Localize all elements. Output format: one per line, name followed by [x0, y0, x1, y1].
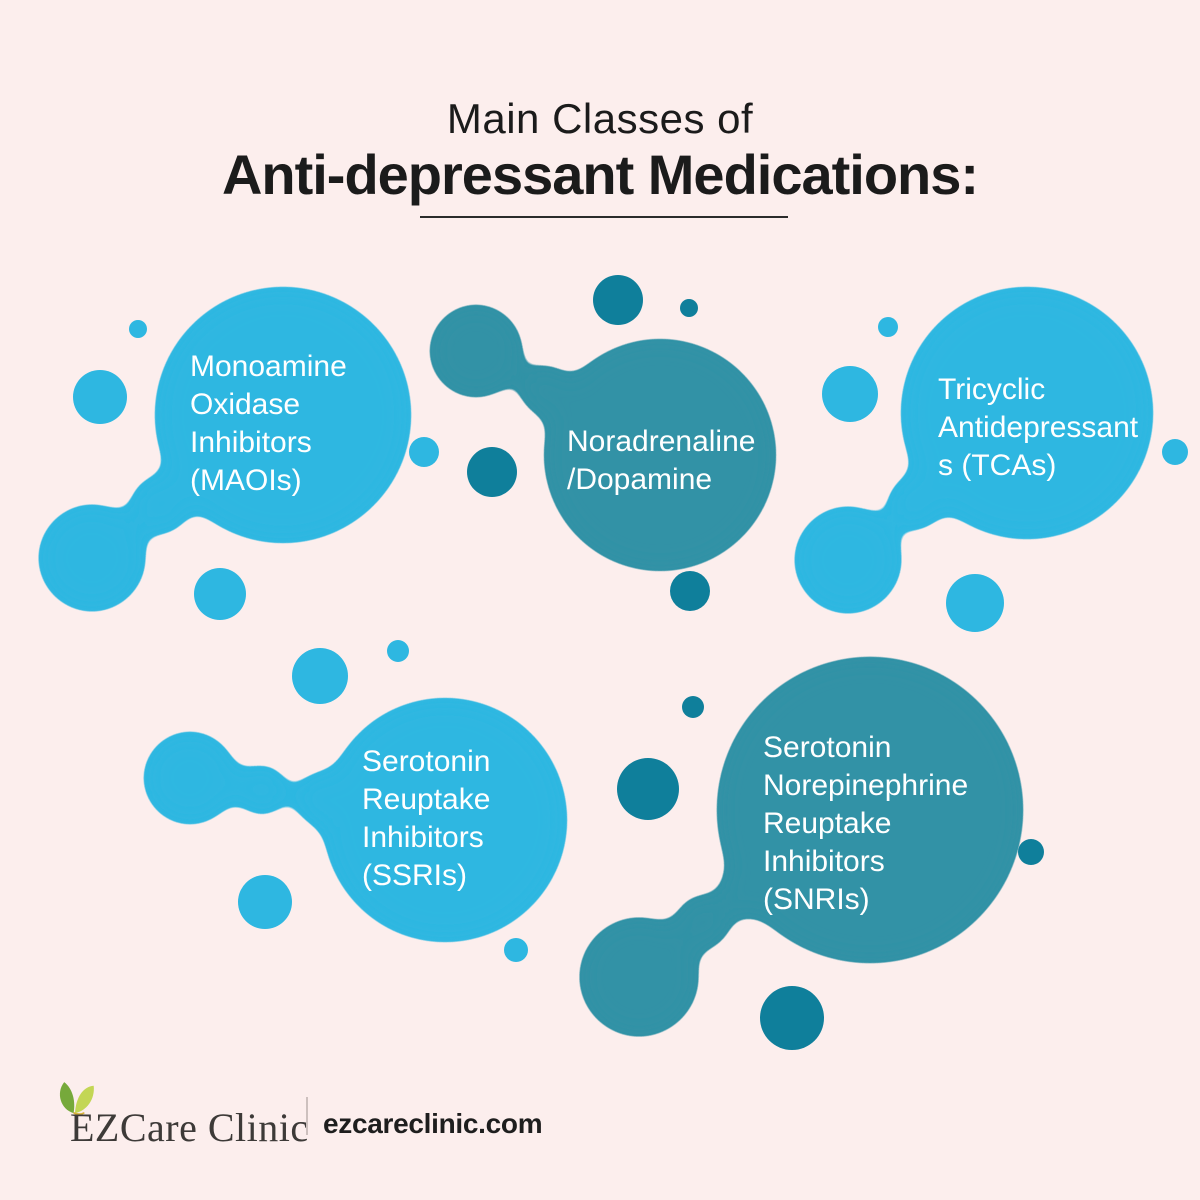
- title-underline: [420, 216, 788, 218]
- decorative-dot: [129, 320, 147, 338]
- blob-label-line: (SSRIs): [362, 859, 467, 892]
- website-url: ezcareclinic.com: [323, 1108, 543, 1139]
- decorative-dot: [946, 574, 1004, 632]
- blob-label-line: s (TCAs): [938, 449, 1057, 482]
- decorative-dot: [292, 648, 348, 704]
- decorative-dot: [387, 640, 409, 662]
- blob-label-line: Antidepressant: [938, 411, 1139, 444]
- blob-label-line: Noradrenaline: [567, 425, 756, 458]
- blob-label-line: Oxidase: [190, 388, 301, 421]
- decorative-dot: [1018, 839, 1044, 865]
- title-line-1: Main Classes of: [446, 95, 754, 142]
- decorative-dot: [878, 317, 898, 337]
- blob-label-line: Serotonin: [362, 745, 491, 778]
- decorative-dot: [680, 299, 698, 317]
- decorative-dot: [822, 366, 878, 422]
- blob-label-line: Inhibitors: [190, 426, 312, 459]
- blob-label-line: Serotonin: [763, 731, 892, 764]
- decorative-dots-light-blue: [73, 317, 1188, 962]
- blob-snri: [579, 657, 1023, 1037]
- blob-maoi: [38, 287, 411, 612]
- blob-label-maoi: Monoamine Oxidase Inhibitors (MAOIs): [190, 348, 347, 500]
- blob-label-line: Inhibitors: [763, 845, 885, 878]
- blob-label-line: Norepinephrine: [763, 769, 969, 802]
- title-line-2: Anti-depressant Medications:: [221, 143, 979, 206]
- blob-ssri: [143, 698, 567, 942]
- decorative-dot: [194, 568, 246, 620]
- blob-label-noradrenaline-dopamine: Noradrenaline /Dopamine: [567, 423, 755, 499]
- blob-label-line: (MAOIs): [190, 464, 302, 497]
- decorative-dot: [504, 938, 528, 962]
- blob-label-line: /Dopamine: [567, 463, 713, 496]
- blob-label-snri: Serotonin Norepinephrine Reuptake Inhibi…: [763, 729, 968, 919]
- blob-label-tca: Tricyclic Antidepressant s (TCAs): [938, 371, 1138, 485]
- blob-noradrenaline-dopamine: [429, 304, 776, 571]
- decorative-dot: [682, 696, 704, 718]
- page-title: Main Classes of Anti-depressant Medicati…: [0, 94, 1200, 206]
- blob-label-line: (SNRIs): [763, 883, 870, 916]
- blob-label-line: Reuptake: [362, 783, 491, 816]
- blob-label-line: Monoamine: [190, 350, 347, 383]
- decorative-dot: [467, 447, 517, 497]
- decorative-dot: [593, 275, 643, 325]
- footer-divider: [306, 1097, 308, 1135]
- decorative-dot: [670, 571, 710, 611]
- blob-tca: [794, 287, 1153, 614]
- blob-label-line: Tricyclic: [938, 373, 1046, 406]
- leaf-icon: [59, 1082, 94, 1116]
- decorative-dot: [409, 437, 439, 467]
- blob-label-line: Reuptake: [763, 807, 892, 840]
- decorative-dot: [760, 986, 824, 1050]
- decorative-dot: [617, 758, 679, 820]
- decorative-dot: [73, 370, 127, 424]
- blob-label-ssri: Serotonin Reuptake Inhibitors (SSRIs): [362, 743, 490, 895]
- decorative-dot: [1162, 439, 1188, 465]
- brand-name: EZCare Clinic: [70, 1105, 309, 1150]
- decorative-dot: [238, 875, 292, 929]
- decorative-dots-dark-teal: [467, 275, 1044, 1050]
- blob-label-line: Inhibitors: [362, 821, 484, 854]
